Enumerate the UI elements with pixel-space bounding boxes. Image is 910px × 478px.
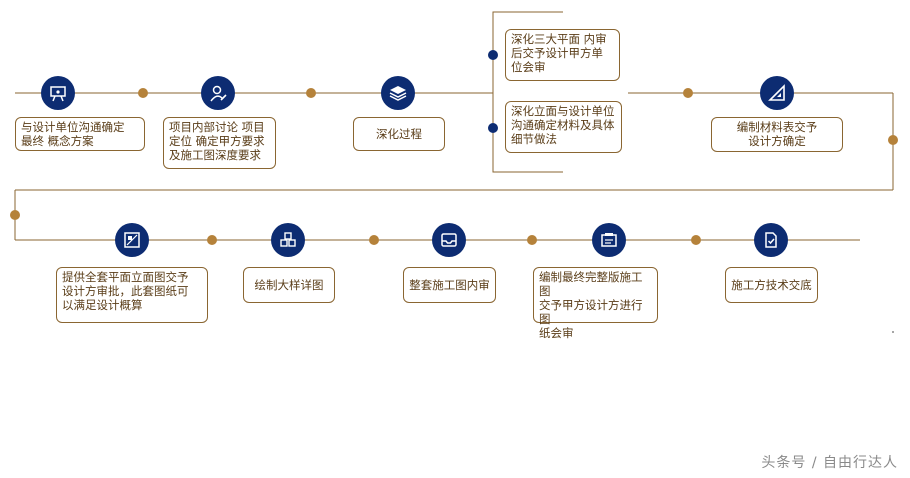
document-check-icon: [754, 223, 788, 257]
cubes-icon: [271, 223, 305, 257]
step-box-detail-drawings: 绘制大样详图: [243, 267, 335, 303]
branch-bullet: [488, 50, 498, 60]
connector-dot: [691, 235, 701, 245]
step-box-material-list: 编制材料表交予 设计方确定: [711, 117, 843, 152]
branch-bracket: [492, 11, 563, 173]
branch-bullet: [488, 123, 498, 133]
corner-mark: [892, 331, 894, 333]
presentation-board-icon: [41, 76, 75, 110]
inbox-tray-icon: [432, 223, 466, 257]
connector-dot: [306, 88, 316, 98]
step-box-final-drawings: 编制最终完整版施工图 交予甲方设计方进行图 纸会审: [533, 267, 658, 340]
step-box-full-drawings: 提供全套平面立面图交予 设计方审批，此套图纸可 以满足设计概算: [56, 267, 208, 323]
connector-dot: [527, 235, 537, 245]
step-box-internal-review: 整套施工图内审: [403, 267, 496, 303]
watermark-text: 头条号 / 自由行达人: [761, 455, 898, 471]
step-box-concept: 与设计单位沟通确定 最终 概念方案: [15, 117, 145, 151]
step-box-technical-briefing: 施工方技术交底: [725, 267, 818, 303]
person-edit-icon: [201, 76, 235, 110]
step-box-deepening: 深化过程: [353, 117, 445, 151]
blueprint-icon: [115, 223, 149, 257]
connector-dot: [207, 235, 217, 245]
layers-icon: [381, 76, 415, 110]
connector-dot: [888, 135, 898, 145]
connector-dot: [138, 88, 148, 98]
step-box-internal-discussion: 项目内部讨论 项目 定位 确定甲方要求 及施工图深度要求: [163, 117, 276, 169]
step-box-elevations: 深化立面与设计单位 沟通确定材料及具体 细节做法: [505, 101, 622, 153]
document-folder-icon: [592, 223, 626, 257]
step-box-three-plans: 深化三大平面 内审 后交予设计甲方单 位会审: [505, 29, 620, 81]
connector-dot: [10, 210, 20, 220]
set-square-icon: [760, 76, 794, 110]
connector-dot: [683, 88, 693, 98]
connector-dot: [369, 235, 379, 245]
